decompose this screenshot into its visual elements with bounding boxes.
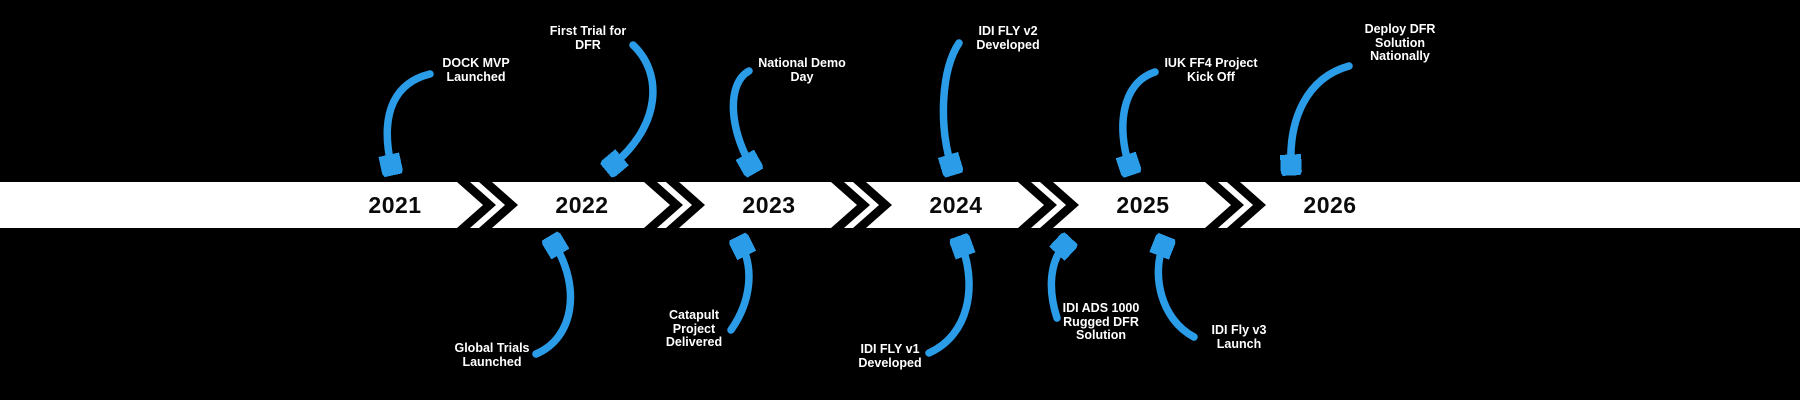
milestone-catapult: Catapult Project Delivered [665, 308, 723, 349]
milestone-idi-ads: IDI ADS 1000 Rugged DFR Solution [1062, 301, 1140, 342]
arrow-iuk-ff4 [1123, 68, 1159, 165]
arrow-idi-ads [1047, 246, 1064, 322]
year-2024: 2024 [929, 191, 983, 218]
milestone-national-demo: National Demo Day [758, 56, 846, 84]
timeline-band [0, 182, 1800, 228]
chevron-divider [1205, 182, 1266, 228]
arrow-idi-fly-v1 [925, 246, 969, 357]
milestone-global-trials: Global Trials Launched [454, 341, 530, 369]
arrow-national-demo [729, 67, 750, 164]
arrow-dock-mvp [387, 70, 434, 165]
milestone-idi-fly-v2: IDI FLY v2 Developed [976, 24, 1040, 52]
chevron-divider [1018, 182, 1079, 228]
year-2026: 2026 [1303, 191, 1357, 218]
chevron-divider [644, 182, 705, 228]
milestone-dock-mvp: DOCK MVP Launched [442, 56, 510, 84]
arrow-first-trial [614, 41, 657, 164]
arrow-idi-fly-v2 [943, 39, 959, 165]
milestone-deploy-dfr: Deploy DFR Solution Nationally [1364, 22, 1436, 63]
arrow-deploy-dfr [1291, 62, 1353, 165]
year-2023: 2023 [742, 191, 796, 218]
year-2025: 2025 [1116, 191, 1170, 218]
arrow-idi-fly-v3 [1158, 246, 1198, 341]
milestone-idi-fly-v3: IDI Fly v3 Launch [1211, 323, 1267, 351]
milestone-iuk-ff4: IUK FF4 Project Kick Off [1164, 56, 1258, 84]
milestone-idi-fly-v1: IDI FLY v1 Developed [858, 342, 922, 370]
year-2022: 2022 [555, 191, 609, 218]
arrow-global-trials [532, 245, 575, 358]
chevron-divider [831, 182, 892, 228]
year-2021: 2021 [368, 191, 422, 218]
arrow-catapult [727, 246, 749, 334]
milestone-first-trial: First Trial for DFR [549, 24, 627, 52]
chevron-divider [457, 182, 518, 228]
